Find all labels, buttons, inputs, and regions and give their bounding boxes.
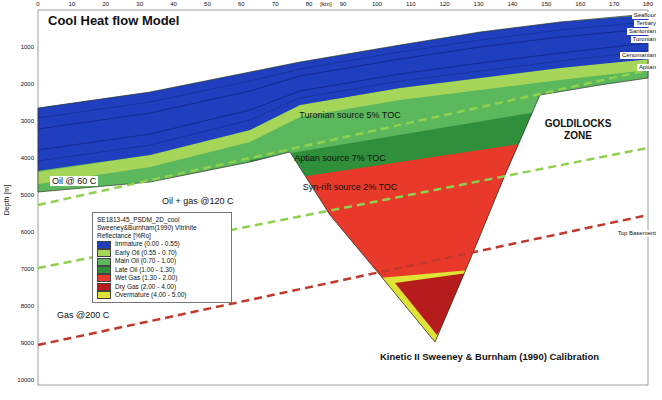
axis-tick-label: 10 xyxy=(69,1,76,8)
legend-text: Overmature (4.00 - 5.00) xyxy=(115,291,187,299)
legend-swatch xyxy=(97,291,111,299)
axis-tick-label: 120 xyxy=(440,1,450,8)
legend-text: Wet Gas (1.30 - 2.00) xyxy=(115,274,177,282)
axis-tick-label: 5000 xyxy=(21,192,34,199)
axis-tick-label: 70 xyxy=(272,1,279,8)
legend-swatch xyxy=(97,258,111,266)
isotherm-label: Gas @200 C xyxy=(55,310,111,320)
legend-row: Overmature (4.00 - 5.00) xyxy=(97,291,227,299)
legend-swatch xyxy=(97,274,111,282)
maturity-fill xyxy=(30,0,660,400)
axis-tick-label: 100 xyxy=(372,1,382,8)
horizon-label: Top Basement xyxy=(616,230,658,237)
axis-tick-label: 20 xyxy=(102,1,109,8)
legend-swatch xyxy=(97,241,111,249)
calibration-note: Kinetic II Sweeney & Burnham (1990) Cali… xyxy=(380,352,599,363)
horizon-label: Cenomanian xyxy=(620,52,658,59)
legend-text: Early Oil (0.55 - 0.70) xyxy=(115,249,177,257)
axis-tick-label: 80 xyxy=(306,1,313,8)
source-label: Turonian source 5% TOC xyxy=(299,110,400,120)
legend-row: Immature (0.00 - 0.55) xyxy=(97,240,227,248)
legend-swatch xyxy=(97,283,111,291)
axis-tick-label: 50 xyxy=(204,1,211,8)
legend-subtitle: Sweeney&Burnham(1990) Vitrinite Reflecta… xyxy=(97,224,227,239)
axis-tick-label: 7000 xyxy=(21,266,34,273)
source-label: Syn-rift source 2% TOC xyxy=(303,182,398,192)
axis-tick-label: 150 xyxy=(541,1,551,8)
axis-unit: [km] xyxy=(320,1,331,8)
legend-text: Dry Gas (2.00 - 4.00) xyxy=(115,283,176,291)
axis-tick-label: 9000 xyxy=(21,340,34,347)
horizon-label: Santonian xyxy=(627,28,658,35)
sediment-outline xyxy=(38,14,648,342)
axis-title: Depth [m] xyxy=(3,185,11,215)
isotherm-line xyxy=(38,70,648,205)
isotherm-label: Oil + gas @120 C xyxy=(160,196,235,206)
horizon-label: Seafloor xyxy=(632,12,658,19)
legend-title: SE1813-45_PSDM_2D_cool xyxy=(97,216,227,223)
legend-swatch xyxy=(97,249,111,257)
axis-tick-label: 140 xyxy=(507,1,517,8)
legend-text: Main Oil (0.70 - 1.00) xyxy=(115,257,176,265)
source-label: Aptian source 7% TOC xyxy=(294,153,386,163)
horizon-label: Turonian xyxy=(631,36,658,43)
chart-title: Cool Heat flow Model xyxy=(48,14,179,29)
axis-tick-label: 90 xyxy=(340,1,347,8)
legend-swatch xyxy=(97,266,111,274)
isotherm-label: Oil @ 60 C xyxy=(50,176,98,186)
axis-tick-label: 40 xyxy=(170,1,177,8)
axis-tick-label: 10000 xyxy=(17,377,34,384)
legend-row: Early Oil (0.55 - 0.70) xyxy=(97,249,227,257)
axis-tick-label: 160 xyxy=(575,1,585,8)
axis-tick-label: 170 xyxy=(609,1,619,8)
axis-tick-label: 3000 xyxy=(21,118,34,125)
legend-text: Immature (0.00 - 0.55) xyxy=(115,240,180,248)
legend-row: Dry Gas (2.00 - 4.00) xyxy=(97,283,227,291)
axis-tick-label: 110 xyxy=(406,1,416,8)
axis-tick-label: 30 xyxy=(136,1,143,8)
legend-text: Late Oil (1.00 - 1.30) xyxy=(115,266,175,274)
axis-tick-label: 60 xyxy=(238,1,245,8)
axis-tick-label: 4000 xyxy=(21,155,34,162)
legend-row: Wet Gas (1.30 - 2.00) xyxy=(97,274,227,282)
legend-row: Main Oil (0.70 - 1.00) xyxy=(97,257,227,265)
isotherm-line xyxy=(38,148,648,268)
axis-tick-label: 2000 xyxy=(21,81,34,88)
axis-tick-label: 1000 xyxy=(21,44,34,51)
axis-tick-label: 6000 xyxy=(21,229,34,236)
legend-box: SE1813-45_PSDM_2D_coolSweeney&Burnham(19… xyxy=(92,212,232,303)
horizon-label: Tertiary xyxy=(634,20,658,27)
axis-tick-label: 180 xyxy=(643,1,653,8)
axis-tick-label: 0 xyxy=(36,1,39,8)
horizon-label: Aptian xyxy=(637,64,658,71)
legend-row: Late Oil (1.00 - 1.30) xyxy=(97,266,227,274)
axis-tick-label: 130 xyxy=(474,1,484,8)
zone-label: GOLDILOCKS ZONE xyxy=(542,118,614,141)
axis-tick-label: 8000 xyxy=(21,303,34,310)
isotherm-line xyxy=(38,215,648,345)
